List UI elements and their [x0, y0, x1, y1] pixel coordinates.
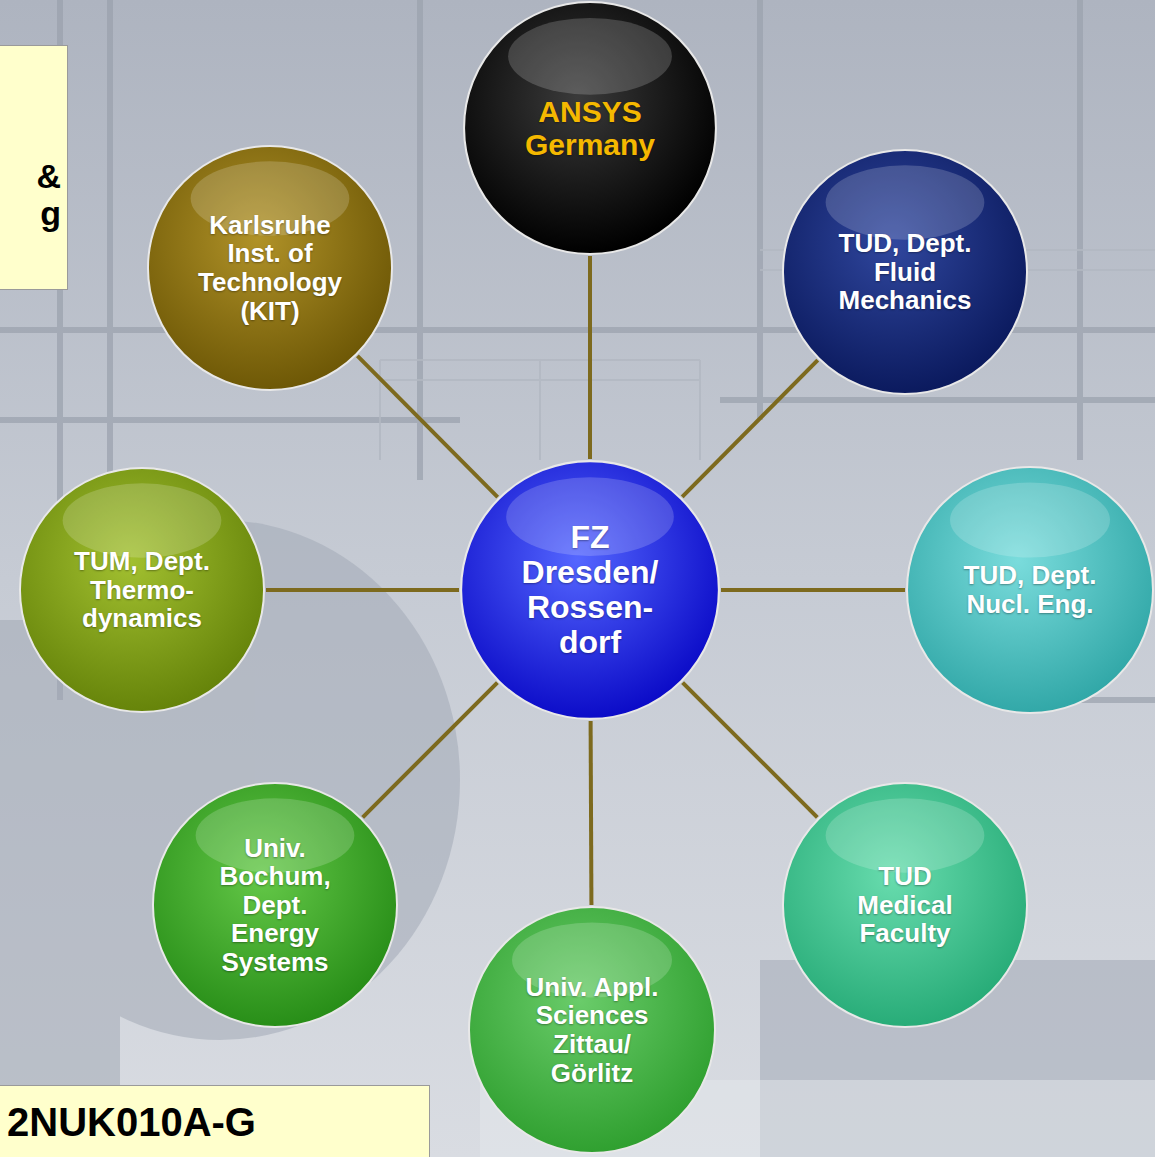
hub-circle: FZ Dresden/ Rossen- dorf [459, 459, 721, 721]
spoke-line [357, 356, 497, 497]
institution-name: ANSYS Germany [500, 95, 680, 161]
spoke-line [721, 588, 905, 592]
code-box: 2NUK010A-G [0, 1085, 430, 1157]
photo-railings [380, 250, 1155, 460]
institution-name: TUD Medical Faculty [840, 862, 970, 948]
photo-structures [0, 0, 1155, 700]
circle-fill [783, 783, 1027, 1027]
gloss-highlight [950, 483, 1110, 558]
partner-circle: Karlsruhe Inst. of Technology (KIT) [146, 144, 394, 392]
circle-fill [461, 461, 719, 719]
spoke-line [589, 721, 594, 905]
box-text: & g [30, 158, 61, 233]
circle-fill [20, 468, 264, 712]
partner-circle: Univ. Bochum, Dept. Energy Systems [151, 781, 399, 1029]
circle-fill [464, 2, 716, 254]
partner-circle: ANSYS Germany [462, 0, 718, 256]
box-text: 2NUK010A-G [7, 1100, 256, 1144]
institution-name: TUD, Dept. Fluid Mechanics [825, 229, 985, 315]
institution-name: Univ. Bochum, Dept. Energy Systems [208, 834, 343, 977]
institution-name: Karlsruhe Inst. of Technology (KIT) [190, 211, 350, 325]
spoke-line [683, 683, 818, 818]
spoke-line [588, 256, 592, 459]
institution-name: FZ Dresden/ Rossen- dorf [510, 520, 670, 661]
spoke-line [682, 360, 818, 497]
circle-fill [153, 783, 397, 1027]
partner-circle: TUD, Dept. Fluid Mechanics [781, 148, 1029, 396]
partner-circle: Univ. Appl. Sciences Zittau/ Görlitz [467, 905, 717, 1155]
spoke-line [266, 588, 459, 592]
institution-name: TUM, Dept. Thermo- dynamics [62, 547, 222, 633]
partner-circle: TUD Medical Faculty [781, 781, 1029, 1029]
partner-circle: TUM, Dept. Thermo- dynamics [18, 466, 266, 714]
spoke-line [363, 683, 498, 818]
gloss-highlight [508, 18, 672, 95]
institution-name: Univ. Appl. Sciences Zittau/ Görlitz [512, 973, 672, 1087]
photo-tank [0, 520, 1155, 1157]
institution-name: TUD, Dept. Nucl. Eng. [950, 561, 1110, 618]
partner-circle: TUD, Dept. Nucl. Eng. [905, 465, 1155, 715]
note-box: & g [0, 45, 68, 290]
circle-fill [469, 907, 715, 1153]
circle-fill [907, 467, 1153, 713]
circle-fill [783, 150, 1027, 394]
circle-fill [148, 146, 392, 390]
